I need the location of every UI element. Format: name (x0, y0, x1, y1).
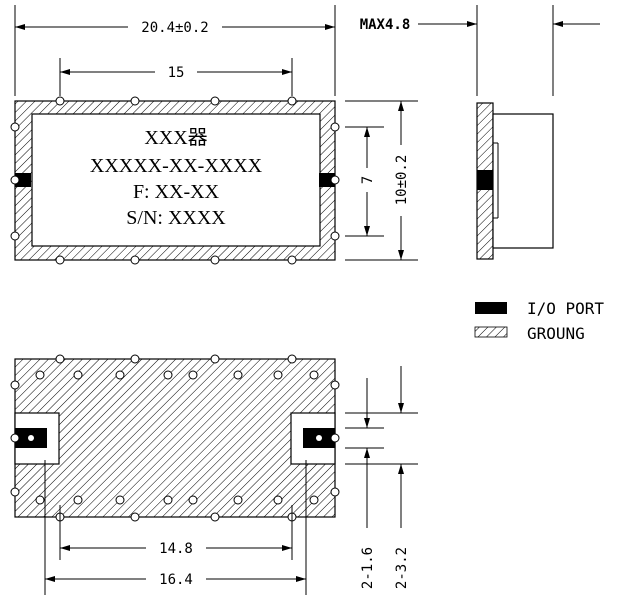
label-line-4: S/N: XXXX (126, 207, 226, 229)
dim-bottom-outer: 16.4 (159, 572, 193, 588)
dim-pad-large: 2-3.2 (394, 547, 410, 589)
label-line-2: XXXXX-XX-XXXX (90, 155, 263, 177)
dim-overall-length: 20.4±0.2 (141, 20, 208, 36)
legend-ground-swatch (474, 326, 508, 338)
bottom-view-castellations (10, 354, 340, 522)
label-area (31, 113, 321, 247)
io-port-left (15, 173, 31, 187)
legend-ground-label: GROUNG (527, 324, 585, 343)
side-view: MAX4.8 (360, 5, 600, 260)
bottom-view (10, 354, 340, 522)
bottom-view-body (14, 358, 336, 518)
bottom-dimensions: 14.8 16.4 2-1.6 2-3.2 (44, 366, 418, 595)
legend-io-swatch (475, 302, 507, 314)
dim-max-height: MAX4.8 (360, 17, 411, 33)
top-dimensions: 20.4±0.2 15 7 10±0.2 (14, 5, 418, 261)
dim-bottom-inner: 14.8 (159, 541, 193, 557)
io-port-right (319, 173, 335, 187)
dim-inner-height: 7 (360, 176, 376, 184)
side-view-io (477, 170, 493, 190)
dim-top-pitch: 15 (168, 65, 185, 81)
label-line-1: XXX器 (144, 127, 207, 149)
legend-io-label: I/O PORT (527, 299, 604, 318)
legend: I/O PORT GROUNG (474, 299, 604, 343)
dim-overall-width: 10±0.2 (394, 155, 410, 206)
via-holes (35, 370, 319, 505)
top-view-castellations (10, 96, 340, 265)
top-view: XXX器 XXXXX-XX-XXXX F: XX-XX S/N: XXXX (10, 96, 340, 265)
side-view-cover (492, 113, 554, 249)
label-line-3: F: XX-XX (133, 181, 220, 203)
dim-pad-small: 2-1.6 (360, 547, 376, 589)
